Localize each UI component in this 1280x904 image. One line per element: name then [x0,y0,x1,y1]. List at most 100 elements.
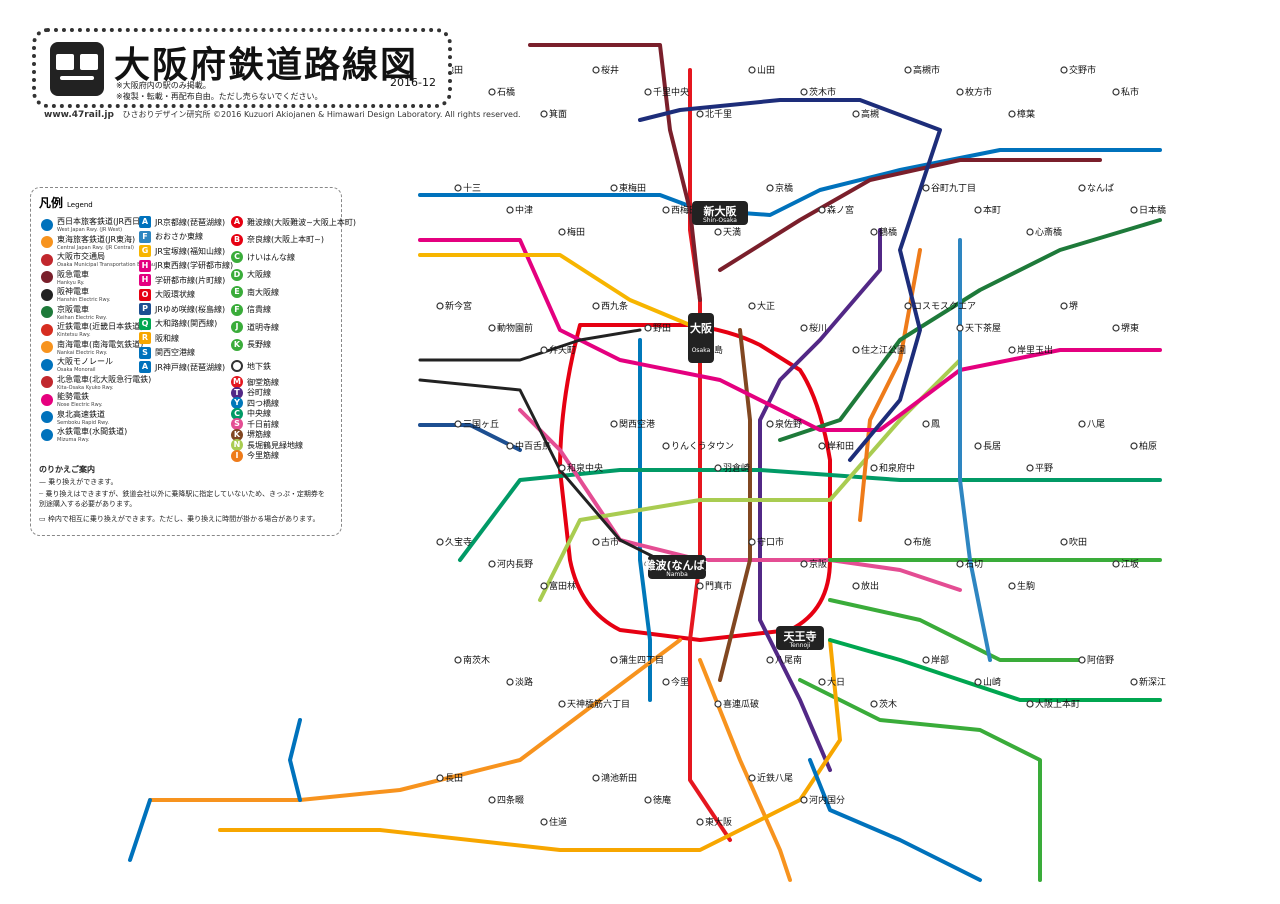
station-marker[interactable] [714,464,722,472]
hub-namba[interactable]: 難波(なんば) Namba [644,555,710,579]
station-marker[interactable] [1026,700,1034,708]
station-marker[interactable] [852,582,860,590]
station-marker[interactable] [592,774,600,782]
station-marker[interactable] [748,302,756,310]
station-marker[interactable] [1112,560,1120,568]
station-marker[interactable] [454,184,462,192]
line-hanshin[interactable] [418,328,642,362]
line-nankai-koya[interactable] [698,658,792,882]
station-marker[interactable] [696,582,704,590]
line-keihan[interactable] [778,218,1162,442]
line-jr-kyoto[interactable] [418,148,1162,217]
station-marker[interactable] [766,656,774,664]
station-marker[interactable] [644,324,652,332]
station-marker[interactable] [922,656,930,664]
station-marker[interactable] [748,538,756,546]
station-marker[interactable] [800,560,808,568]
station-marker[interactable] [436,774,444,782]
line-tanimachi[interactable] [758,228,882,772]
station-marker[interactable] [1060,66,1068,74]
station-marker[interactable] [506,678,514,686]
station-marker[interactable] [904,302,912,310]
station-marker[interactable] [662,678,670,686]
station-marker[interactable] [488,796,496,804]
station-marker[interactable] [800,324,808,332]
station-marker[interactable] [852,346,860,354]
station-marker[interactable] [974,442,982,450]
station-marker[interactable] [592,538,600,546]
station-marker[interactable] [540,110,548,118]
station-marker[interactable] [558,464,566,472]
station-marker[interactable] [436,538,444,546]
station-marker[interactable] [1060,538,1068,546]
station-marker[interactable] [696,818,704,826]
station-marker[interactable] [610,184,618,192]
station-marker[interactable] [1112,324,1120,332]
station-marker[interactable] [644,88,652,96]
station-marker[interactable] [1026,228,1034,236]
station-marker[interactable] [1078,656,1086,664]
station-marker[interactable] [800,796,808,804]
station-marker[interactable] [922,420,930,428]
station-marker[interactable] [1078,184,1086,192]
station-marker[interactable] [904,538,912,546]
station-marker[interactable] [748,66,756,74]
station-marker[interactable] [748,774,756,782]
station-marker[interactable] [558,700,566,708]
station-marker[interactable] [1112,88,1120,96]
station-marker[interactable] [644,796,652,804]
line-yamatoji[interactable] [828,638,1162,702]
line-hankyu-takarazuka[interactable] [528,43,702,302]
station-marker[interactable] [870,228,878,236]
station-marker[interactable] [488,88,496,96]
station-marker[interactable] [592,66,600,74]
station-marker[interactable] [766,184,774,192]
station-marker[interactable] [870,700,878,708]
line-hanwa[interactable] [218,638,842,852]
station-marker[interactable] [870,464,878,472]
station-marker[interactable] [1130,206,1138,214]
station-marker[interactable] [1130,678,1138,686]
station-marker[interactable] [1026,464,1034,472]
line-sakaisuji[interactable] [718,328,752,682]
line-takarazuka[interactable] [418,253,692,327]
station-marker[interactable] [540,346,548,354]
station-marker[interactable] [610,420,618,428]
station-marker[interactable] [1060,302,1068,310]
site-link[interactable]: www.47rail.jp [44,110,114,120]
line-kintetsu-osaka[interactable] [828,598,1082,662]
hub-shin-osaka[interactable]: 新大阪 Shin-Osaka [692,201,748,225]
line-semboku[interactable] [808,758,982,882]
station-marker[interactable] [956,560,964,568]
line-nankai-south[interactable] [128,798,152,862]
line-kintetsu-minami[interactable] [798,678,1042,882]
station-marker[interactable] [956,324,964,332]
station-marker[interactable] [662,442,670,450]
station-marker[interactable] [818,678,826,686]
station-marker[interactable] [974,678,982,686]
station-marker[interactable] [1008,110,1016,118]
station-marker[interactable] [714,700,722,708]
line-yotsubashi[interactable] [638,338,652,702]
line-gakken[interactable] [418,238,1162,432]
station-marker[interactable] [488,324,496,332]
station-marker[interactable] [610,656,618,664]
station-marker[interactable] [852,110,860,118]
station-marker[interactable] [1130,442,1138,450]
hub-tennoji[interactable]: 天王寺 Tennoji [776,626,824,650]
line-monorail[interactable] [638,98,942,462]
line-kansai-airport[interactable] [288,718,302,802]
station-marker[interactable] [818,206,826,214]
line-nankai-main[interactable] [148,638,682,802]
station-marker[interactable] [506,206,514,214]
line-loop[interactable] [558,323,832,642]
station-marker[interactable] [956,88,964,96]
hub-osaka[interactable]: 大阪 Osaka [688,313,714,363]
station-marker[interactable] [922,184,930,192]
line-yumesaki[interactable] [418,423,522,452]
station-marker[interactable] [696,110,704,118]
station-marker[interactable] [1008,582,1016,590]
line-chuo[interactable] [458,468,1162,562]
station-marker[interactable] [800,88,808,96]
line-hankyu-kyoto[interactable] [718,158,1102,272]
